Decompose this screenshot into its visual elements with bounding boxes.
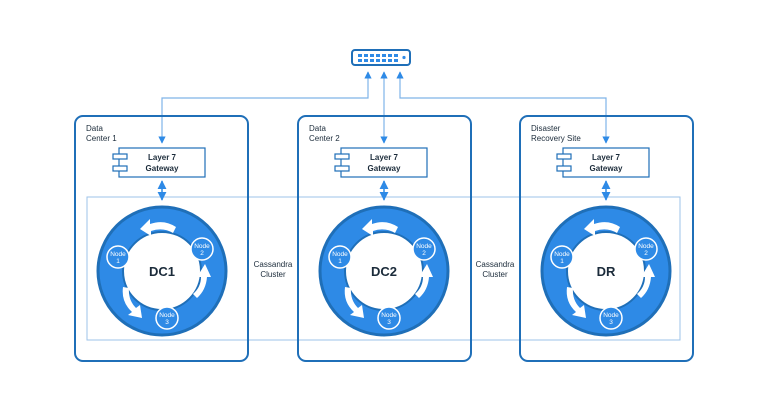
node-label-line1: Node bbox=[381, 312, 397, 319]
node-label-line2: 2 bbox=[422, 250, 426, 257]
rotation-arrow-icon bbox=[584, 219, 620, 236]
cluster-label-line2: Cluster bbox=[260, 270, 286, 279]
cassandra-ring: DR Node 1 Node 2 Node 3 bbox=[540, 205, 672, 337]
cassandra-node-3: Node 3 bbox=[599, 306, 623, 330]
node-label-line1: Node bbox=[332, 251, 348, 258]
node-label-line1: Node bbox=[159, 312, 175, 319]
datacenter-panel-dc1: Data Center 1 Layer 7 Gateway DC1 Node 1 bbox=[74, 115, 249, 362]
cassandra-node-2: Node 2 bbox=[190, 237, 214, 261]
cassandra-node-2: Node 2 bbox=[634, 237, 658, 261]
node-label-line2: 1 bbox=[338, 258, 342, 265]
cassandra-node-3: Node 3 bbox=[155, 306, 179, 330]
gateway-label-line1: Layer 7 bbox=[592, 153, 621, 162]
gateway-label-line2: Gateway bbox=[146, 164, 179, 173]
rotation-arrow-icon bbox=[637, 264, 655, 298]
rotation-arrow-icon bbox=[415, 264, 433, 298]
cassandra-node-1: Node 1 bbox=[328, 245, 352, 269]
cassandra-ring: DC2 Node 1 Node 2 Node 3 bbox=[318, 205, 450, 337]
datacenter-label-line2: Center 1 bbox=[86, 134, 117, 143]
datacenter-label-line2: Recovery Site bbox=[531, 134, 581, 143]
rotation-arrow-icon bbox=[566, 287, 586, 318]
cassandra-cluster-label-1: Cassandra Cluster bbox=[254, 260, 293, 279]
node-label-line2: 2 bbox=[644, 250, 648, 257]
datacenter-frame bbox=[74, 115, 249, 362]
datacenter-panel-dr: Disaster Recovery Site Layer 7 Gateway D… bbox=[519, 115, 694, 362]
datacenter-frame bbox=[519, 115, 694, 362]
component-port-icon bbox=[556, 165, 572, 172]
cassandra-ring: DC1 Node 1 Node 2 Node 3 bbox=[96, 205, 228, 337]
cluster-label-line1: Cassandra bbox=[476, 260, 515, 269]
datacenter-label-line1: Data bbox=[86, 124, 103, 133]
node-label-line2: 3 bbox=[387, 319, 391, 326]
datacenter-panel-dc2: Data Center 2 Layer 7 Gateway DC2 Node 1 bbox=[297, 115, 472, 362]
node-label-line1: Node bbox=[194, 243, 210, 250]
node-label-line2: 3 bbox=[609, 319, 613, 326]
cassandra-node-1: Node 1 bbox=[106, 245, 130, 269]
component-port-icon bbox=[112, 153, 128, 160]
cassandra-cluster-label-2: Cassandra Cluster bbox=[476, 260, 515, 279]
gateway-box: Layer 7 Gateway bbox=[556, 147, 650, 178]
rotation-arrow-icon bbox=[140, 219, 176, 236]
component-port-icon bbox=[112, 165, 128, 172]
datacenter-label-line1: Data bbox=[309, 124, 326, 133]
gateway-box: Layer 7 Gateway bbox=[112, 147, 206, 178]
node-label-line1: Node bbox=[110, 251, 126, 258]
network-switch-icon bbox=[351, 49, 411, 66]
cassandra-node-1: Node 1 bbox=[550, 245, 574, 269]
gateway-label-line1: Layer 7 bbox=[148, 153, 177, 162]
gateway-label-line2: Gateway bbox=[368, 164, 401, 173]
ring-label: DC2 bbox=[371, 264, 397, 279]
cassandra-node-2: Node 2 bbox=[412, 237, 436, 261]
switch-connectors bbox=[158, 71, 610, 144]
datacenter-label-line2: Center 2 bbox=[309, 134, 340, 143]
rotation-arrow-icon bbox=[362, 219, 398, 236]
node-label-line1: Node bbox=[638, 243, 654, 250]
component-port-icon bbox=[334, 153, 350, 160]
datacenter-label-line1: Disaster bbox=[531, 124, 561, 133]
node-label-line2: 1 bbox=[560, 258, 564, 265]
cluster-label-line1: Cassandra bbox=[254, 260, 293, 269]
ring-label: DC1 bbox=[149, 264, 175, 279]
cassandra-node-3: Node 3 bbox=[377, 306, 401, 330]
node-label-line2: 2 bbox=[200, 250, 204, 257]
component-port-icon bbox=[334, 165, 350, 172]
connector-dc1 bbox=[158, 71, 372, 144]
rotation-arrow-icon bbox=[344, 287, 364, 318]
rotation-arrow-icon bbox=[193, 264, 211, 298]
rotation-arrow-icon bbox=[122, 287, 142, 318]
connector-dr bbox=[396, 71, 610, 144]
gateway-box: Layer 7 Gateway bbox=[334, 147, 428, 178]
node-label-line2: 3 bbox=[165, 319, 169, 326]
cluster-label-line2: Cluster bbox=[482, 270, 508, 279]
gateway-label-line2: Gateway bbox=[590, 164, 623, 173]
node-label-line1: Node bbox=[554, 251, 570, 258]
gateway-label-line1: Layer 7 bbox=[370, 153, 399, 162]
node-label-line2: 1 bbox=[116, 258, 120, 265]
component-port-icon bbox=[556, 153, 572, 160]
node-label-line1: Node bbox=[416, 243, 432, 250]
ring-label: DR bbox=[597, 264, 616, 279]
node-label-line1: Node bbox=[603, 312, 619, 319]
datacenter-frame bbox=[297, 115, 472, 362]
